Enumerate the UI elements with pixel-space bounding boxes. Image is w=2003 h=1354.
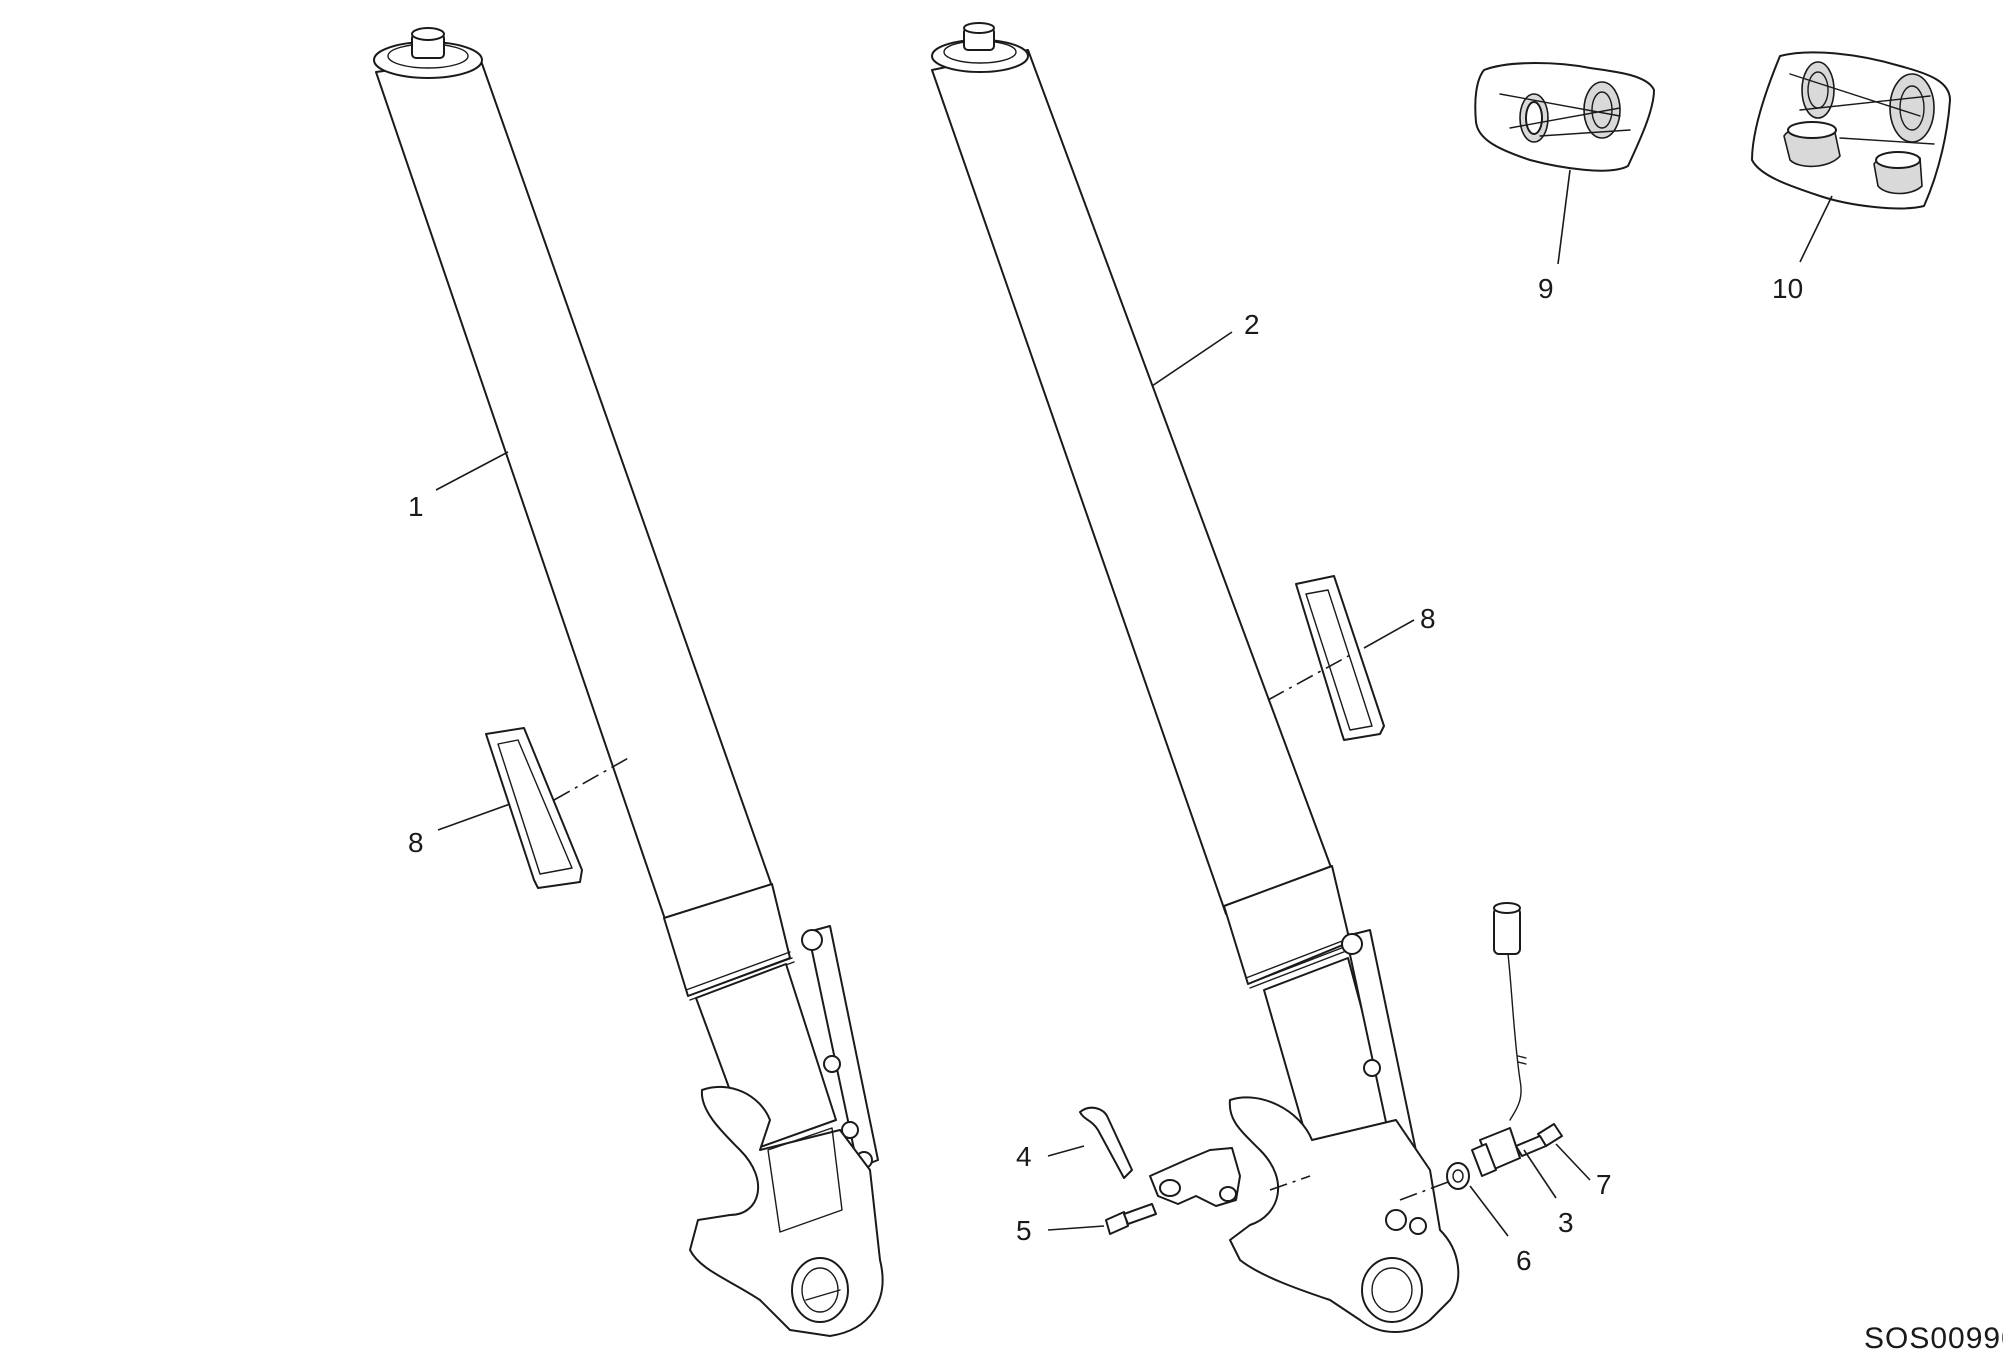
- sensor-cable-bracket: [1079, 1106, 1241, 1207]
- wheel-speed-sensor: [1471, 902, 1527, 1177]
- screw-part-5: [1105, 1203, 1157, 1235]
- drawing-code: SOS00990: [1864, 1322, 2003, 1354]
- callout-6: 6: [1516, 1245, 1532, 1276]
- callout-7: 7: [1596, 1169, 1612, 1200]
- seal-kit-9: [1474, 62, 1655, 172]
- leader-lines: [435, 169, 1833, 1237]
- left-fork-leg: [373, 27, 884, 1337]
- callout-8-left: 8: [408, 827, 424, 858]
- seal-kit-10: [1751, 51, 1951, 210]
- callout-3: 3: [1558, 1207, 1574, 1238]
- callout-9: 9: [1538, 273, 1554, 304]
- callout-8-right: 8: [1420, 603, 1436, 634]
- screw-part-7: [1515, 1123, 1563, 1157]
- label-plate-right: [1295, 575, 1385, 741]
- callout-2: 2: [1244, 309, 1260, 340]
- washer-part-6: [1446, 1162, 1470, 1190]
- callout-labels: 1 2 8 8 9 10 4 5 3 6 7: [408, 273, 1803, 1276]
- label-plate-left: [485, 727, 583, 889]
- right-fork-leg: [931, 22, 1460, 1333]
- callout-10: 10: [1772, 273, 1803, 304]
- callout-5: 5: [1016, 1215, 1032, 1246]
- callout-1: 1: [408, 491, 424, 522]
- callout-4: 4: [1016, 1141, 1032, 1172]
